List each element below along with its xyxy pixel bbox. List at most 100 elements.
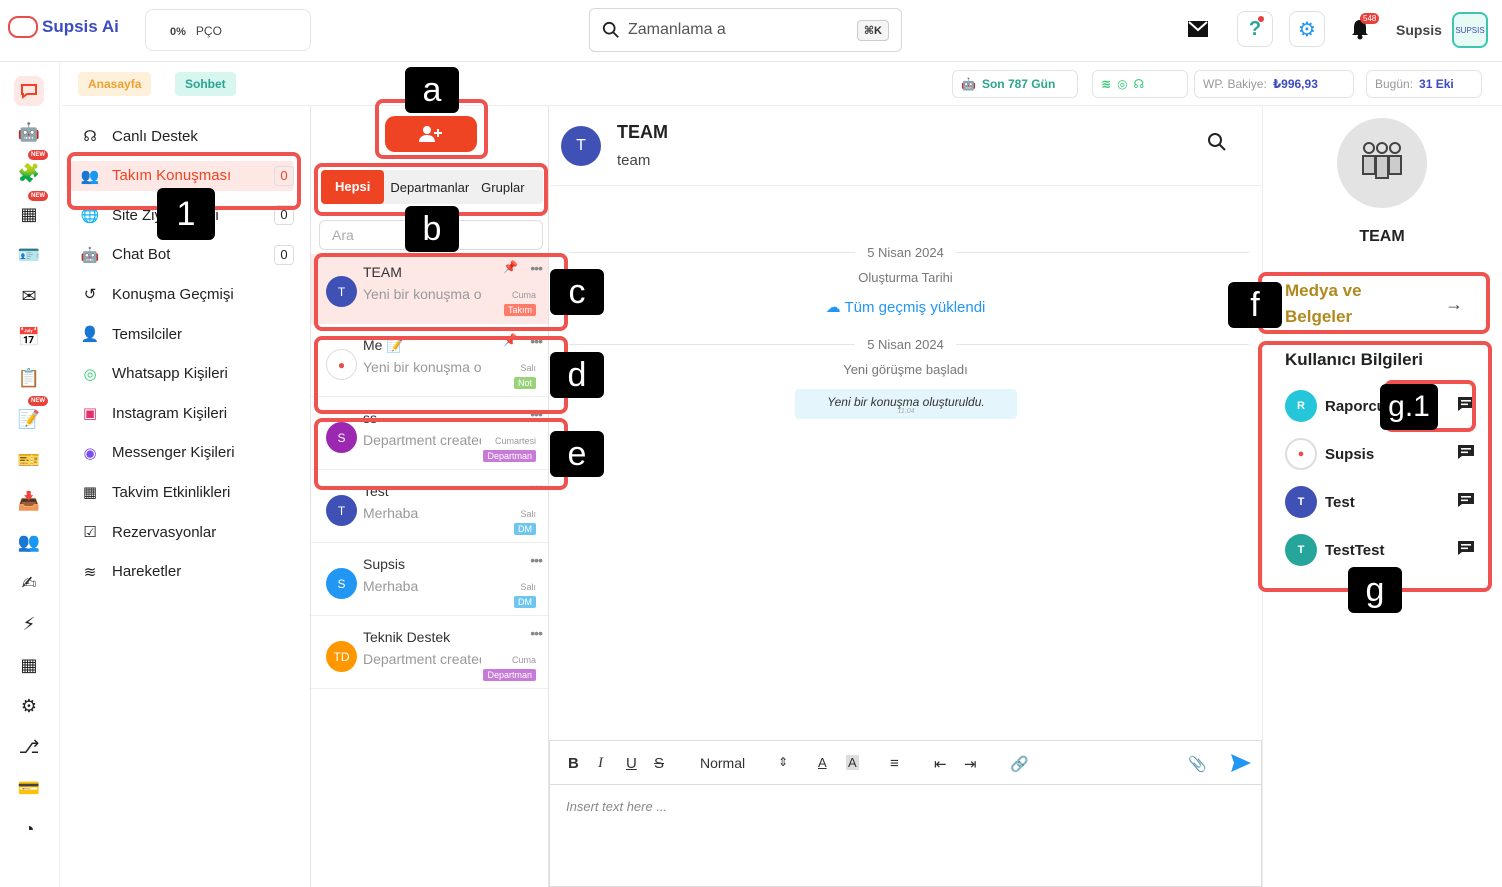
bold-button[interactable]: B: [568, 755, 579, 772]
nav-item-7[interactable]: ▣Instagram Kişileri: [80, 398, 294, 428]
user-row[interactable]: ●Supsis: [1285, 436, 1475, 472]
app-logo[interactable]: Supsis Ai: [8, 16, 119, 38]
rail-bot[interactable]: 🤖: [14, 117, 44, 147]
bubble-time: 11:04: [897, 408, 915, 415]
arrow-right-icon[interactable]: →: [1445, 294, 1463, 314]
details-panel: TEAM Medya ve Belgeler → Kullanıcı Bilgi…: [1262, 106, 1502, 887]
rail-apps[interactable]: ▦: [14, 650, 44, 680]
gear-icon: ⚙: [20, 695, 38, 716]
nav-item-8[interactable]: ◉Messenger Kişileri: [80, 438, 294, 468]
rail-integrations[interactable]: 🧩NEW: [14, 150, 48, 188]
indent-decrease-button[interactable]: ⇤: [934, 756, 947, 773]
rail-inbox[interactable]: 📥: [14, 486, 44, 516]
align-button[interactable]: ≡: [890, 755, 899, 772]
rail-calendar[interactable]: 📅: [14, 322, 44, 352]
rail-billing[interactable]: 💳: [14, 773, 44, 803]
conversation-item[interactable]: ●Me 📝Yeni bir konuşma oluşturulduSalıNot…: [311, 327, 548, 397]
message-icon[interactable]: [1457, 492, 1475, 512]
usage-widget[interactable]: 0%PÇO: [145, 9, 311, 51]
text-color-button[interactable]: A: [818, 755, 827, 770]
rail-sign[interactable]: ✍: [14, 568, 44, 598]
notifications-button[interactable]: 548: [1342, 11, 1380, 47]
link-icon[interactable]: 🔗: [1010, 756, 1029, 773]
attachment-icon[interactable]: 📎: [1188, 756, 1207, 773]
send-icon[interactable]: [1230, 753, 1252, 773]
nav-item-9[interactable]: ▦Takvim Etkinlikleri: [80, 477, 294, 507]
add-conversation-button[interactable]: [385, 116, 477, 152]
conversation-tabs: Hepsi Departmanlar Gruplar: [321, 170, 543, 204]
rail-contacts[interactable]: 🪪: [14, 240, 44, 270]
rail-reports[interactable]: ◔: [14, 814, 44, 844]
rail-table[interactable]: ▦NEW: [14, 191, 48, 229]
message-icon[interactable]: [1457, 444, 1475, 464]
more-icon[interactable]: •••: [530, 552, 543, 568]
rail-share[interactable]: ⎇: [14, 732, 44, 762]
search-input[interactable]: Zamanlama a: [628, 21, 726, 38]
today-value: 31 Eki: [1419, 77, 1454, 91]
highlight-me: [314, 336, 568, 414]
help-button[interactable]: ?: [1237, 11, 1273, 47]
strike-button[interactable]: S: [654, 755, 665, 772]
mail-icon[interactable]: [1187, 20, 1209, 38]
media-link[interactable]: Medya ve Belgeler: [1285, 281, 1362, 326]
indent-increase-button[interactable]: ⇥: [964, 756, 977, 773]
user-avatar[interactable]: SUPSIS: [1452, 12, 1488, 48]
global-search[interactable]: Zamanlama a ⌘K: [589, 8, 902, 52]
nav-item-4[interactable]: ↺Konuşma Geçmişi: [80, 279, 294, 309]
new-badge: NEW: [28, 191, 48, 201]
tab-groups[interactable]: Gruplar: [481, 179, 525, 195]
settings-button[interactable]: ⚙: [1289, 11, 1325, 47]
help-icon: ?: [1248, 17, 1262, 40]
grid-icon: ▦: [20, 654, 38, 675]
rail-chat[interactable]: [14, 76, 44, 106]
rail-automation[interactable]: ⚡: [14, 609, 44, 639]
edit-note-icon: 📝: [17, 408, 41, 429]
message-icon[interactable]: [1457, 540, 1475, 560]
date-separator: 5 Nisan 2024: [855, 337, 956, 352]
search-icon[interactable]: [1207, 132, 1227, 152]
rail-notes[interactable]: 📝NEW: [14, 396, 48, 434]
conversation-avatar: ●: [326, 349, 357, 380]
rail-users[interactable]: 👥: [14, 527, 44, 557]
history-loaded-link[interactable]: ☁ Tüm geçmiş yüklendi: [549, 298, 1262, 316]
days-left-text: Son 787 Gün: [981, 77, 1056, 91]
underline-button[interactable]: U: [626, 755, 637, 772]
search-shortcut: ⌘K: [856, 19, 889, 41]
rail-forms[interactable]: 📋: [14, 363, 44, 393]
nav-item-6[interactable]: ◎Whatsapp Kişileri: [80, 359, 294, 389]
pin-icon[interactable]: 📌: [503, 260, 518, 274]
nav-item-0[interactable]: ☊Canlı Destek: [80, 121, 294, 151]
breadcrumb-chat[interactable]: Sohbet: [175, 72, 236, 96]
more-icon[interactable]: •••: [530, 260, 543, 276]
user-name[interactable]: Supsis: [1396, 22, 1442, 38]
more-icon[interactable]: •••: [530, 625, 543, 641]
background-color-button[interactable]: A: [846, 755, 859, 770]
tab-departments[interactable]: Departmanlar: [390, 179, 470, 195]
editor-input[interactable]: Insert text here ...: [566, 799, 668, 814]
user-name: Test: [1325, 493, 1355, 511]
rail-mail[interactable]: ✉: [14, 281, 44, 311]
italic-button[interactable]: I: [598, 755, 603, 771]
message-icon[interactable]: [1457, 396, 1475, 416]
nav-item-11[interactable]: ≋Hareketler: [80, 557, 294, 587]
form-icon: 📋: [17, 367, 41, 388]
nav-item-5[interactable]: 👤Temsilciler: [80, 319, 294, 349]
nav-item-10[interactable]: ☑Rezervasyonlar: [80, 517, 294, 547]
rail-tickets[interactable]: 🎫: [14, 445, 44, 475]
tab-all[interactable]: Hepsi: [321, 170, 385, 204]
nav-item-label: Messenger Kişileri: [112, 444, 235, 462]
rail-settings[interactable]: ⚙: [14, 691, 44, 721]
breadcrumb-home[interactable]: Anasayfa: [78, 72, 152, 96]
connection-status: ≋ ◎ ☊: [1092, 70, 1188, 98]
format-select[interactable]: Normal: [700, 755, 746, 771]
select-arrows-icon: ⇕: [778, 755, 789, 769]
